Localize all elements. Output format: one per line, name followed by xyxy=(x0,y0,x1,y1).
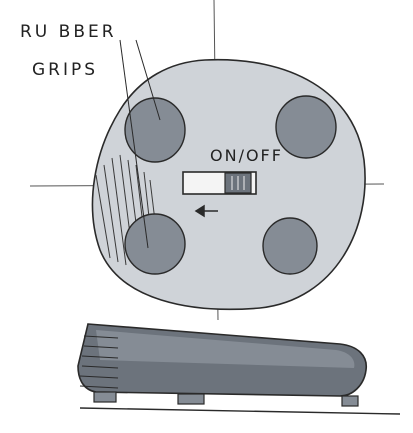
rubber-foot-left xyxy=(94,392,116,402)
rubber-grip-bottom-left xyxy=(125,214,185,274)
ground-line xyxy=(80,408,400,414)
rubber-foot-right xyxy=(342,396,358,406)
grips-label: GRIPS xyxy=(32,60,98,80)
on-off-label: ON/OFF xyxy=(210,146,283,165)
rubber-foot-middle xyxy=(178,394,204,404)
rubber-grip-top-left xyxy=(125,98,185,162)
rubber-label: RU BBER xyxy=(20,22,117,42)
rubber-grip-bottom-right xyxy=(263,218,317,274)
rubber-grip-top-right xyxy=(276,96,336,158)
